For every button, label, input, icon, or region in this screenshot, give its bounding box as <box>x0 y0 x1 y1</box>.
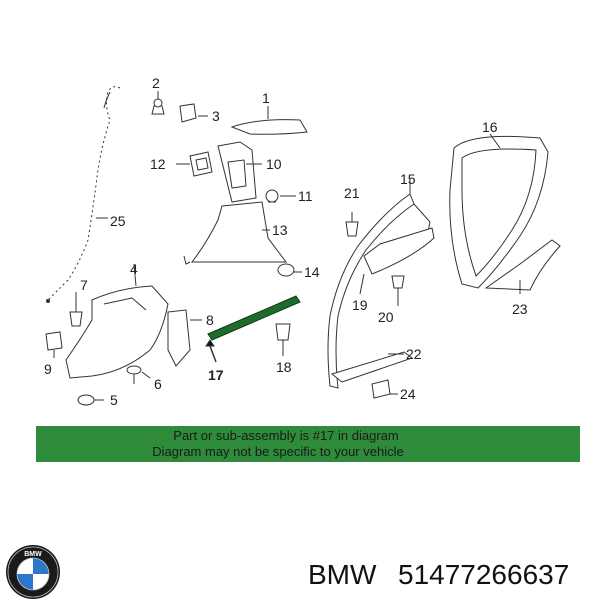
footer-brand: BMW <box>308 559 377 590</box>
callout-7: 7 <box>80 277 88 293</box>
callout-19: 19 <box>352 297 368 313</box>
part-22-sill-trim <box>330 351 414 383</box>
callout-3: 3 <box>212 108 220 124</box>
notice-banner-bg <box>36 426 580 462</box>
part-9-clip <box>45 331 63 358</box>
callout-6: 6 <box>154 376 162 392</box>
part-12-clip <box>176 151 213 177</box>
callout-23: 23 <box>512 301 528 317</box>
part-1-upper-trim <box>230 106 308 135</box>
part-8-bracket <box>167 309 202 367</box>
callout-4: 4 <box>130 261 138 277</box>
callout-14: 14 <box>304 264 320 280</box>
notice-line-1: Part or sub-assembly is #17 in diagram <box>173 428 398 443</box>
callout-5: 5 <box>110 392 118 408</box>
part-14-clip <box>277 263 302 277</box>
part-6-screw <box>126 365 151 384</box>
part-17-weather-strip <box>205 295 301 363</box>
part-24-clip <box>371 379 398 399</box>
logo-text: BMW <box>24 551 42 558</box>
callout-21: 21 <box>344 185 360 201</box>
part-20-clip <box>391 275 405 306</box>
callout-24: 24 <box>400 386 416 402</box>
part-5-clip <box>77 394 104 406</box>
callout-22: 22 <box>406 346 422 362</box>
part-16-door-seal <box>449 133 549 289</box>
part-18-clip <box>275 323 291 356</box>
footer-part-number: 51477266637 <box>398 559 569 590</box>
callout-labels: 1 2 3 4 5 6 7 8 9 10 12 11 13 14 15 16 1… <box>44 75 528 408</box>
part-25-cable <box>46 86 121 303</box>
footer-part-label: BMW 51477266637 <box>308 559 569 590</box>
part-10-pillar-upper <box>217 141 262 203</box>
callout-10: 10 <box>266 156 282 172</box>
callout-16: 16 <box>482 119 498 135</box>
part-19-trim-strip <box>359 227 435 295</box>
part-4-lower-trim <box>65 263 169 379</box>
callout-2: 2 <box>152 75 160 91</box>
callout-18: 18 <box>276 359 292 375</box>
callout-12: 12 <box>150 156 166 172</box>
callout-11: 11 <box>298 188 313 204</box>
bmw-logo-icon: BMW <box>6 545 60 599</box>
notice-banner: Part or sub-assembly is #17 in diagram D… <box>36 426 580 462</box>
part-23-sill-trim <box>484 239 561 294</box>
callout-20: 20 <box>378 309 394 325</box>
callout-25: 25 <box>110 213 126 229</box>
part-7-clip <box>69 292 83 327</box>
callout-13: 13 <box>272 222 288 238</box>
part-13-pillar-lower <box>183 201 287 265</box>
callout-1: 1 <box>262 90 270 106</box>
part-21-clip <box>345 212 359 237</box>
callout-15: 15 <box>400 171 416 187</box>
notice-line-2: Diagram may not be specific to your vehi… <box>152 444 403 459</box>
part-3-clip <box>179 103 208 123</box>
callout-9: 9 <box>44 361 52 377</box>
part-11-clip <box>265 189 296 203</box>
callout-17: 17 <box>208 367 224 383</box>
part-2-clip <box>151 91 165 115</box>
callout-8: 8 <box>206 312 214 328</box>
